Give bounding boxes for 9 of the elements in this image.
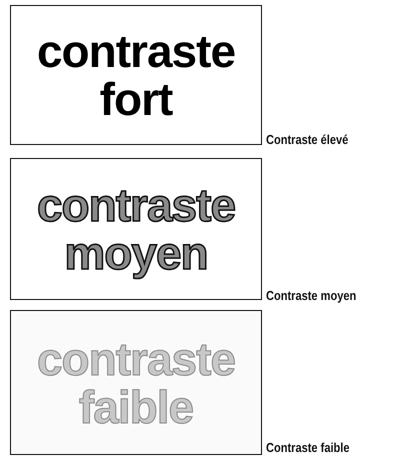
node-label: Contraste faible bbox=[266, 440, 350, 455]
text-panel bbox=[10, 5, 262, 145]
text-panel bbox=[10, 310, 262, 455]
sample-text: contraste moyen bbox=[36, 181, 236, 277]
node-label: Contraste moyen bbox=[266, 288, 356, 303]
text-panel bbox=[10, 158, 262, 300]
sample-text: contraste faible bbox=[36, 334, 236, 430]
sample-text: contraste fort bbox=[36, 27, 236, 123]
node-label: Contraste élevé bbox=[266, 132, 348, 147]
